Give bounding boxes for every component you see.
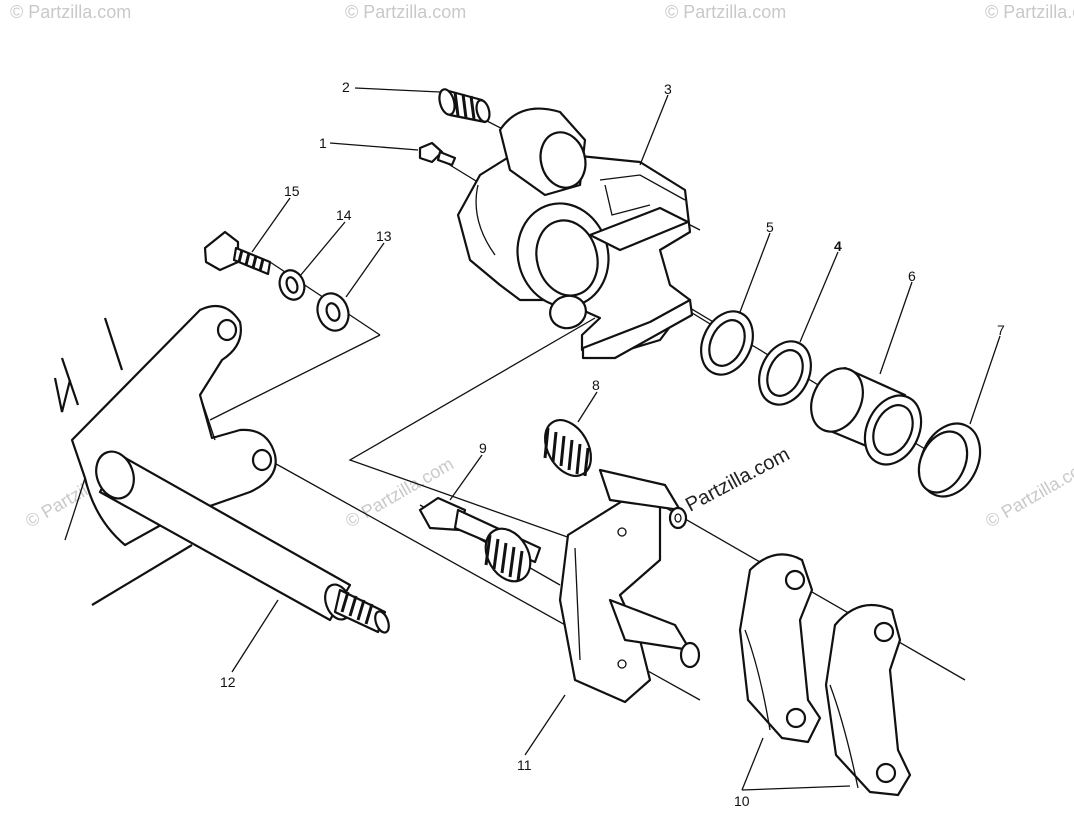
part-4-seal: [758, 340, 812, 406]
watermark-top-3: © Partzilla.com: [665, 2, 786, 22]
part-2-plug: [438, 88, 491, 124]
part-3-caliper: [456, 107, 694, 360]
callout-13: 13: [376, 228, 392, 244]
part-8-spring: [543, 419, 593, 477]
watermark-top-2: © Partzilla.com: [345, 2, 466, 22]
callout-3: 3: [664, 81, 672, 97]
part-9-pin: [418, 496, 542, 583]
part-7-cap: [917, 422, 982, 498]
callout-4: 4: [834, 238, 842, 254]
callout-9: 9: [479, 440, 487, 456]
leader-lines: [231, 87, 1001, 791]
part-5-seal: [700, 310, 754, 376]
part-11-bracket: [558, 468, 701, 704]
watermark-top-1: © Partzilla.com: [10, 2, 131, 22]
callout-8: 8: [592, 377, 600, 393]
callout-10: 10: [734, 793, 750, 809]
watermark-right: © Partzilla.com: [982, 453, 1074, 531]
callout-11: 11: [517, 757, 532, 773]
callout-7: 7: [997, 322, 1005, 338]
callout-2: 2: [342, 79, 350, 95]
watermark-main: Partzilla.com: [682, 443, 793, 516]
watermark-top-4: © Partzilla.com: [985, 2, 1074, 22]
part-14-lock-washer: [278, 269, 306, 301]
part-15-bolt: [203, 230, 272, 276]
callout-6: 6: [908, 268, 916, 284]
callout-1: 1: [319, 135, 327, 151]
callout-5: 5: [766, 219, 774, 235]
callout-14: 14: [336, 207, 352, 223]
part-1-bleeder: [418, 141, 457, 167]
callouts: 1 2 3 4 5 6 7 8 9 10 11 12 13 14 15: [220, 79, 1005, 809]
part-6-piston: [810, 366, 923, 466]
part-12-axle: [95, 450, 390, 634]
callout-12: 12: [220, 674, 236, 690]
part-13-washer: [316, 292, 350, 332]
part-10-pads: [738, 553, 912, 797]
callout-15: 15: [284, 183, 300, 199]
